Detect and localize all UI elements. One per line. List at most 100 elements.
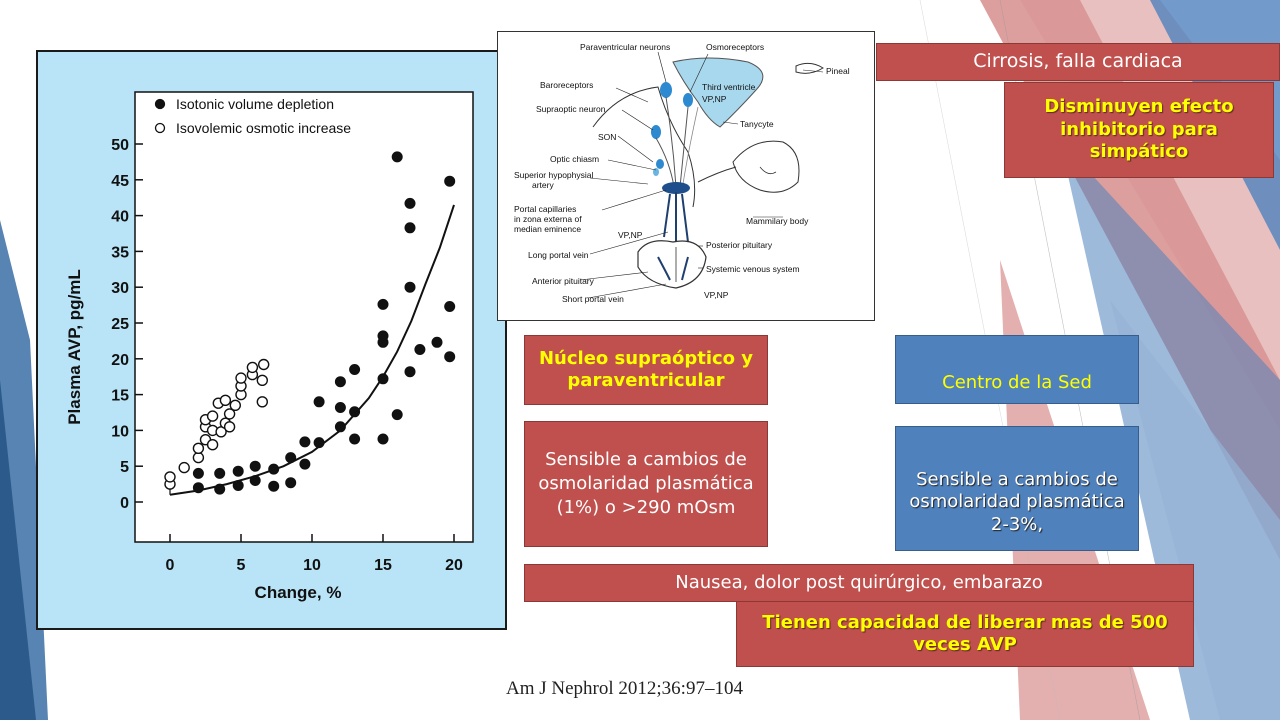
point-isotonic (285, 477, 297, 489)
label-mammilary: Mammilary body (746, 216, 809, 226)
disminuyen-box: Disminuyen efecto inhibitorio para simpá… (1004, 82, 1274, 178)
label-superior-hypophysial: Superior hypophysial (514, 170, 593, 180)
point-isovolemic (206, 439, 219, 451)
point-isotonic (377, 298, 389, 310)
point-isotonic (377, 433, 389, 445)
y-tick-label: 35 (111, 244, 129, 261)
legend-marker (154, 122, 166, 134)
point-isotonic (444, 301, 456, 312)
point-isotonic (334, 376, 346, 388)
point-isotonic (299, 436, 311, 448)
point-isotonic (391, 409, 403, 421)
citation: Am J Nephrol 2012;36:97–104 (506, 678, 743, 699)
hypothalamus-illustration: Paraventricular neurons Osmoreceptors Pi… (514, 42, 850, 304)
point-isotonic (404, 366, 416, 378)
nucleo-box: Núcleo supraóptico y paraventricular (524, 335, 768, 405)
label-paraventricular: Paraventricular neurons (580, 42, 670, 52)
cirrosis-box: Cirrosis, falla cardiaca (876, 43, 1280, 81)
label-vpnp-bottom: VP,NP (704, 290, 729, 300)
point-isotonic (404, 222, 416, 234)
point-isovolemic (223, 408, 236, 420)
label-optic-chiasm: Optic chiasm (550, 154, 599, 164)
point-isotonic (214, 467, 226, 479)
point-isotonic (249, 475, 261, 486)
label-portal-capillaries: Portal capillaries (514, 204, 576, 214)
label-zona-externa: in zona externa of (514, 214, 582, 224)
x-tick-label: 20 (445, 557, 463, 574)
point-isotonic (232, 465, 244, 477)
point-isotonic (349, 406, 361, 418)
point-isotonic (249, 460, 261, 472)
label-supraoptic: Supraoptic neuron (536, 104, 606, 114)
label-pineal: Pineal (826, 66, 850, 76)
point-isovolemic (256, 396, 269, 408)
legend-entry: Isovolemic osmotic increase (176, 120, 351, 136)
point-isotonic (431, 336, 443, 348)
point-isovolemic (178, 461, 190, 474)
point-isotonic (414, 344, 426, 355)
point-isotonic (313, 396, 325, 408)
y-tick-label: 50 (111, 137, 129, 154)
label-tanycyte: Tanycyte (740, 119, 774, 129)
point-isotonic (214, 483, 226, 495)
y-tick-label: 30 (111, 280, 129, 297)
point-isovolemic (164, 471, 176, 483)
point-isotonic (444, 351, 456, 363)
point-isotonic (268, 480, 280, 492)
point-isovolemic (229, 399, 242, 411)
sensible-1-box: Sensible a cambios de osmolaridad plasmá… (524, 421, 768, 547)
point-isotonic (232, 480, 244, 491)
y-tick-label: 5 (120, 459, 129, 476)
hypothalamus-diagram: Paraventricular neurons Osmoreceptors Pi… (497, 31, 875, 321)
y-axis-label: Plasma AVP, pg/mL (65, 269, 84, 425)
x-tick-label: 10 (303, 557, 321, 574)
point-isotonic (334, 421, 346, 433)
sensible-2-box: Sensible a cambios de osmolaridad plasmá… (895, 426, 1139, 551)
point-isotonic (192, 482, 204, 494)
point-isovolemic (256, 374, 269, 386)
plot-area (134, 91, 474, 543)
label-systemic-venous: Systemic venous system (706, 264, 800, 274)
point-isotonic (377, 330, 389, 342)
point-isotonic (334, 402, 346, 413)
point-isotonic (285, 452, 297, 464)
label-anterior-pituitary: Anterior pituitary (532, 276, 595, 286)
tienen-box: Tienen capacidad de liberar mas de 500 v… (736, 601, 1194, 667)
label-vpnp-top: VP,NP (702, 94, 727, 104)
label-median-eminence: median eminence (514, 224, 581, 234)
centro-sed-box: Centro de la Sed (895, 335, 1139, 404)
y-tick-label: 45 (111, 173, 129, 190)
point-isotonic (313, 437, 325, 449)
label-son: SON (598, 132, 616, 142)
y-tick-label: 10 (111, 423, 129, 440)
point-isovolemic (257, 358, 270, 371)
point-isotonic (349, 364, 361, 375)
nausea-box: Nausea, dolor post quirúrgico, embarazo (524, 564, 1194, 602)
point-isovolemic (192, 442, 205, 454)
x-tick-label: 15 (374, 557, 392, 574)
y-tick-label: 20 (111, 352, 129, 369)
point-isovolemic (192, 451, 205, 464)
point-isotonic (404, 197, 416, 209)
point-isovolemic (223, 421, 236, 433)
point-isotonic (349, 433, 361, 445)
point-isovolemic (235, 372, 247, 384)
point-isotonic (377, 373, 389, 385)
point-isotonic (268, 463, 280, 475)
y-tick-label: 15 (111, 388, 129, 405)
point-isovolemic (206, 410, 219, 422)
y-tick-label: 0 (120, 495, 129, 512)
point-isovolemic (219, 394, 232, 406)
point-isotonic (444, 175, 456, 187)
label-vpnp-mid: VP,NP (618, 230, 643, 240)
label-third-ventricle: Third ventricle (702, 82, 756, 92)
label-posterior-pituitary: Posterior pituitary (706, 240, 773, 250)
x-tick-label: 0 (166, 557, 175, 574)
chart-marks (164, 151, 456, 495)
legend-marker (154, 98, 166, 110)
x-axis-label: Change, % (255, 583, 342, 602)
point-isotonic (299, 458, 311, 470)
label-short-portal: Short portal vein (562, 294, 624, 304)
point-isotonic (404, 281, 416, 293)
